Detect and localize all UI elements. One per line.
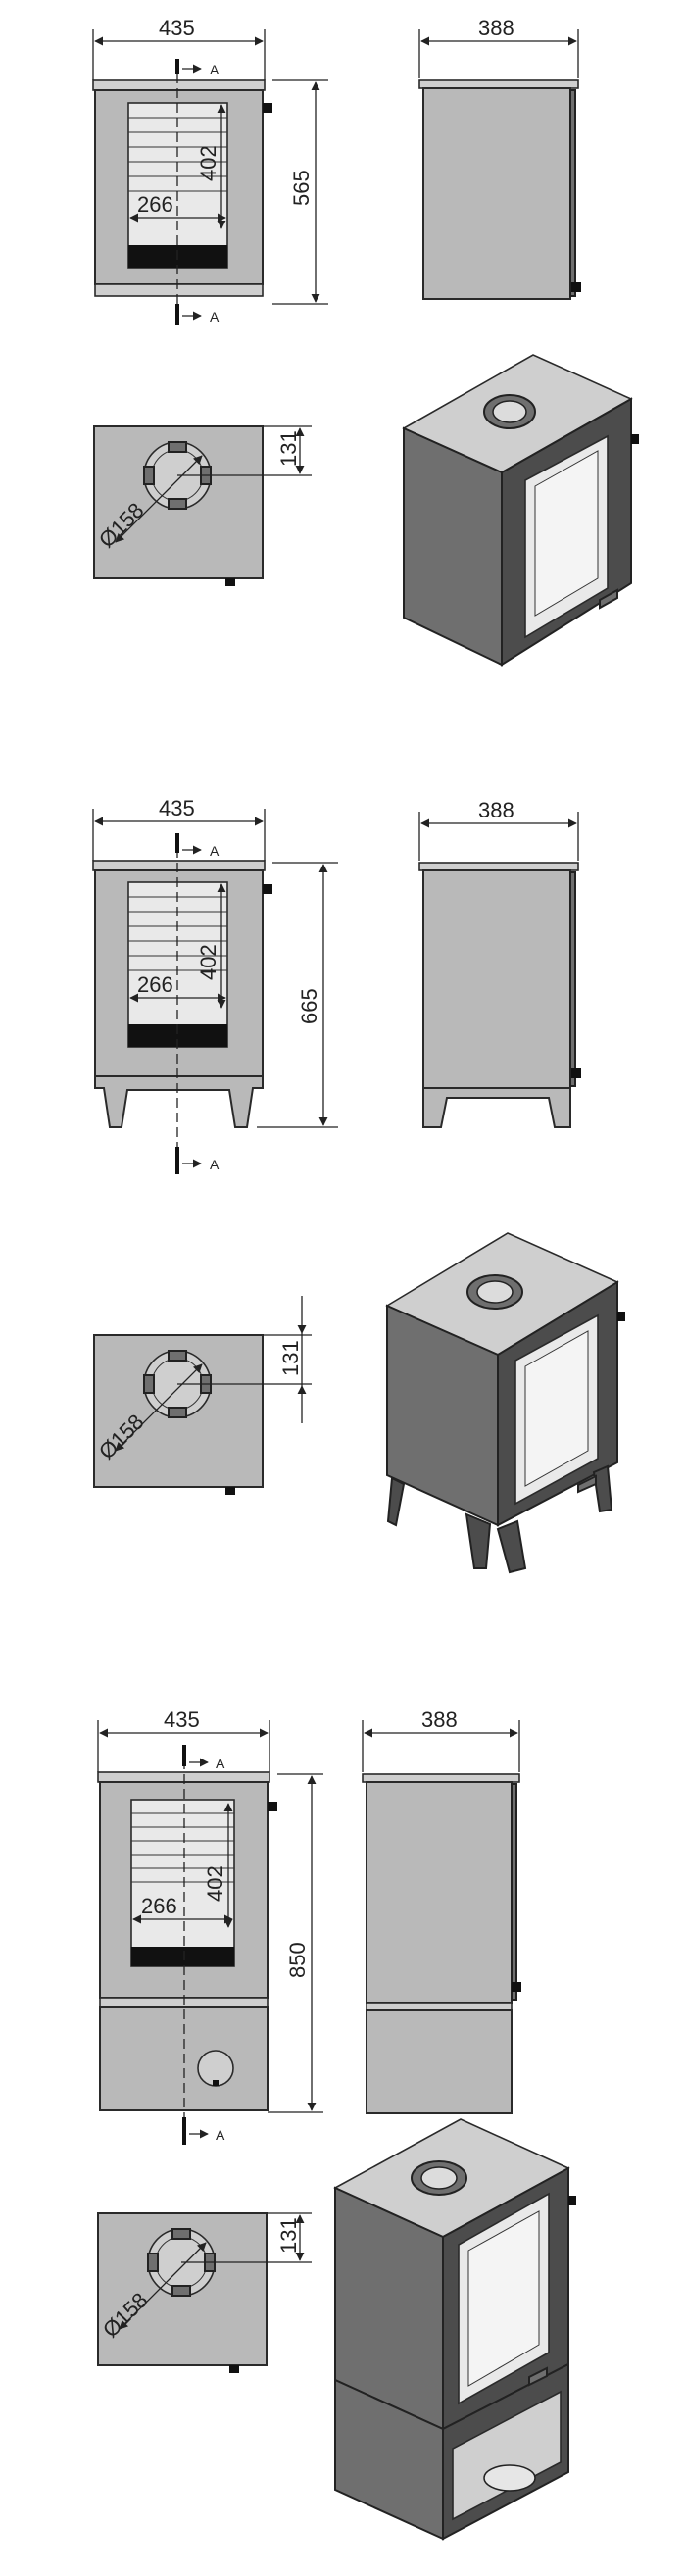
- model-2-front-view: A A 435 665 402 266: [92, 796, 338, 1174]
- model-3: A A 435 850 402 266 388: [97, 1708, 576, 2541]
- depth-dimension: 388: [478, 16, 514, 40]
- glass-width-dimension: 266: [141, 1894, 177, 1918]
- height-dimension: 665: [297, 988, 321, 1024]
- flue-offset-dimension: 131: [276, 430, 301, 467]
- section-label: A: [210, 1157, 220, 1172]
- width-dimension: 435: [164, 1708, 200, 1732]
- height-dimension: 565: [289, 170, 314, 206]
- section-label: A: [216, 1756, 225, 1771]
- depth-dimension: 388: [478, 798, 514, 822]
- model-1-side-view: 388: [418, 16, 581, 300]
- width-dimension: 435: [159, 16, 195, 40]
- glass-height-dimension: 402: [203, 1865, 227, 1902]
- section-label: A: [210, 62, 220, 77]
- width-dimension: 435: [159, 796, 195, 820]
- glass-height-dimension: 402: [196, 944, 220, 980]
- glass-width-dimension: 266: [137, 972, 173, 997]
- flue-offset-dimension: 131: [276, 2217, 301, 2254]
- model-3-side-view: 388: [362, 1708, 521, 2114]
- section-label: A: [210, 843, 220, 859]
- glass-width-dimension: 266: [137, 192, 173, 217]
- model-1: A A 435 565 402 266 388: [92, 16, 639, 667]
- model-2-side-view: 388: [418, 798, 581, 1128]
- depth-dimension: 388: [421, 1708, 458, 1732]
- glass-height-dimension: 402: [196, 145, 220, 181]
- model-1-iso-view: [402, 354, 639, 667]
- model-3-iso-view: [333, 2118, 576, 2541]
- model-3-front-view: A A 435 850 402 266: [97, 1708, 323, 2145]
- model-2-iso-view: [385, 1232, 625, 1574]
- height-dimension: 850: [285, 1942, 310, 1978]
- model-3-top-view: Ø158 131: [97, 2212, 312, 2373]
- section-label: A: [210, 309, 220, 324]
- model-1-front-view: A A 435 565 402 266: [92, 16, 328, 325]
- model-2: A A 435 665 402 266 388: [92, 796, 625, 1574]
- flue-offset-dimension: 131: [278, 1340, 303, 1376]
- section-label: A: [216, 2127, 225, 2143]
- model-2-top-view: Ø158 131: [93, 1296, 312, 1495]
- model-1-top-view: Ø158 131: [93, 425, 312, 586]
